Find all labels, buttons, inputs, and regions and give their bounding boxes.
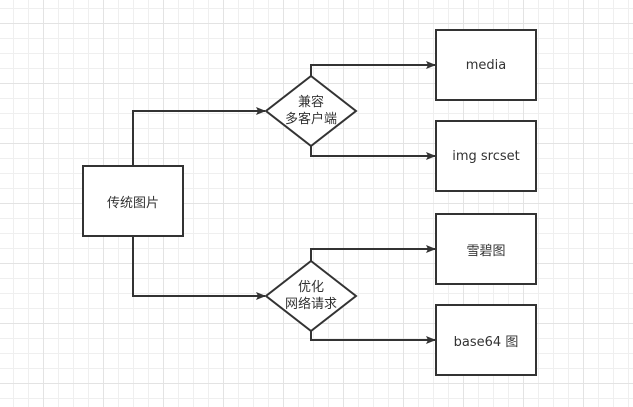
optimize-diamond[interactable] [264, 259, 358, 333]
root-node-label: 传统图片 [106, 195, 159, 211]
base64-node-label: base64 图 [453, 334, 519, 350]
edge-optimize-to-sprite [310, 245, 436, 261]
edge-compat-to-srcset [310, 146, 436, 160]
compat-diamond[interactable] [264, 74, 358, 148]
optimize-label-line2: 网络请求 [284, 297, 337, 312]
base64-node[interactable]: base64 图 [435, 304, 537, 376]
compat-label-line2: 多客户端 [284, 112, 337, 127]
media-node[interactable]: media [435, 29, 537, 101]
sprite-node-label: 雪碧图 [466, 243, 506, 259]
edge-root-to-compat [132, 107, 266, 165]
compat-diamond-label: 兼容 多客户端 [266, 94, 356, 128]
edge-optimize-to-base64 [310, 331, 436, 344]
edge-root-to-optimize [132, 236, 266, 300]
sprite-node[interactable]: 雪碧图 [435, 213, 537, 285]
srcset-node[interactable]: img srcset [435, 120, 537, 192]
compat-label-line1: 兼容 [297, 95, 324, 110]
root-node[interactable]: 传统图片 [82, 165, 184, 237]
srcset-node-label: img srcset [452, 148, 520, 164]
optimize-diamond-label: 优化 网络请求 [266, 279, 356, 313]
optimize-label-line1: 优化 [297, 280, 324, 295]
media-node-label: media [465, 57, 507, 73]
edge-compat-to-media [310, 61, 436, 76]
